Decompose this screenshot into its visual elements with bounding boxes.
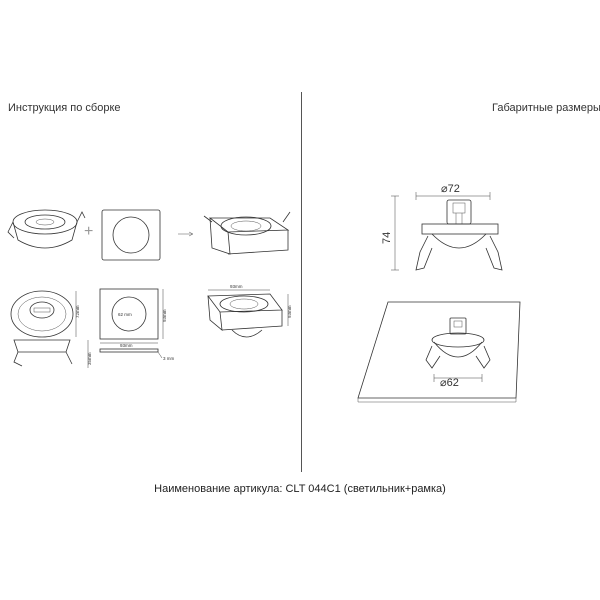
assembled-width-dim: 93mm: [230, 284, 243, 289]
assembly-heading: Инструкция по сборке: [8, 102, 121, 114]
frame-width-dim: 93mm: [120, 343, 133, 348]
cutout-dim: ⌀62: [440, 377, 459, 389]
hole-dim: 62 mm: [118, 312, 132, 317]
depth-dim: 35mm: [87, 352, 92, 365]
side-height-dim: 72mm: [75, 305, 80, 318]
assembled-height-dim: 93mm: [287, 305, 292, 318]
vertical-divider: [301, 92, 302, 472]
fixture-side-view: [7, 209, 86, 249]
article-caption: Наименование артикула: CLT 044C1 (светил…: [154, 483, 446, 495]
plus-sign: +: [84, 223, 93, 240]
frame-thickness-dim: 3 mm: [163, 356, 175, 361]
arrow-icon: [178, 231, 194, 237]
diameter-dim: ⌀72: [441, 183, 460, 195]
dimensions-installed-view: ⌀62: [357, 301, 521, 403]
height-dim: 74: [381, 232, 393, 244]
frame-dimension-view: 62 mm 93mm 93mm 3 mm: [99, 288, 175, 361]
assembled-dimension-view: 93mm 93mm: [207, 284, 292, 338]
assembled-view: [203, 211, 291, 255]
dimensions-side-view: ⌀72 74: [381, 183, 503, 271]
dimensions-heading: Габаритные размеры: [492, 102, 600, 114]
frame-front-view: [101, 209, 161, 261]
frame-height-dim: 93mm: [162, 309, 167, 322]
fixture-top-view: 72mm 35mm: [10, 290, 92, 368]
